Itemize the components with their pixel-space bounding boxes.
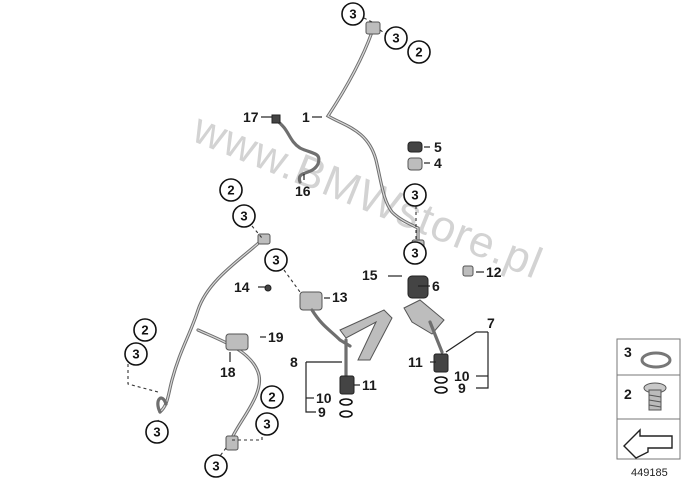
legend-number-2: 2: [624, 386, 632, 402]
label-5: 5: [434, 139, 442, 155]
svg-text:3: 3: [411, 246, 418, 261]
label-10-right: 10: [454, 368, 470, 384]
modulator-right: [403, 275, 449, 394]
callout-3-left: 3: [124, 342, 148, 366]
figure-number: 449185: [631, 467, 668, 479]
label-6: 6: [432, 278, 440, 294]
label-16: 16: [295, 183, 311, 199]
arrow-icon: [623, 428, 673, 459]
svg-text:3: 3: [349, 7, 356, 22]
svg-text:3: 3: [392, 31, 399, 46]
label-18: 18: [220, 364, 236, 380]
svg-text:3: 3: [212, 459, 219, 474]
callout-2-left: 2: [133, 318, 157, 342]
callout-3-bottom: 3: [204, 454, 228, 478]
label-15: 15: [362, 267, 378, 283]
label-8: 8: [290, 354, 298, 370]
callout-3-top-b: 3: [384, 26, 408, 50]
svg-text:2: 2: [268, 390, 275, 405]
legend-number-3: 3: [624, 344, 632, 360]
label-7: 7: [487, 315, 495, 331]
svg-text:2: 2: [141, 323, 148, 338]
callout-3-bottom-left: 3: [145, 420, 169, 444]
svg-text:3: 3: [263, 417, 270, 432]
callout-3-left-top: 3: [232, 204, 256, 228]
label-1: 1: [302, 109, 310, 125]
small-line: [271, 114, 321, 184]
bracket-8: [339, 309, 393, 418]
svg-text:2: 2: [415, 45, 422, 60]
label-13: 13: [332, 289, 348, 305]
part-numbers: 1 5 4 12 17 16 14 13 19 18 15 6 7 11 10 …: [220, 109, 502, 420]
legend-panel: 3 2: [616, 338, 681, 460]
label-14: 14: [234, 279, 250, 295]
distributor-block: [264, 284, 352, 348]
callout-3-top-a: 3: [341, 2, 365, 26]
brake-line-top: [325, 21, 425, 251]
cap-parts: [407, 141, 474, 277]
label-4: 4: [434, 155, 442, 171]
callout-3-mid-a: 3: [403, 183, 427, 207]
svg-text:3: 3: [153, 425, 160, 440]
leader-lines: [127, 15, 489, 457]
svg-text:3: 3: [132, 347, 139, 362]
callout-3-bottom-right: 3: [255, 412, 279, 436]
callout-2-bottom: 2: [260, 385, 284, 409]
banjo-bolt-icon: [643, 382, 667, 411]
callout-2-left-top: 2: [219, 178, 243, 202]
label-10-left: 10: [316, 390, 332, 406]
label-11-right: 11: [408, 354, 423, 370]
svg-text:3: 3: [411, 188, 418, 203]
svg-text:3: 3: [240, 209, 247, 224]
washer-icon: [640, 351, 672, 369]
label-9-left: 9: [318, 404, 326, 420]
svg-text:2: 2: [227, 183, 234, 198]
circled-labels: 3 3 2 3 3 2 3 3 2 3 3 2 3 3: [124, 2, 431, 478]
svg-text:3: 3: [272, 253, 279, 268]
callout-3-mid-b: 3: [403, 241, 427, 265]
hose-left: [156, 233, 271, 451]
callout-2-top: 2: [407, 40, 431, 64]
label-17: 17: [243, 109, 259, 125]
label-11-left: 11: [362, 377, 377, 393]
label-19: 19: [268, 329, 284, 345]
label-9-right: 9: [458, 380, 466, 396]
label-12: 12: [486, 264, 502, 280]
callout-3-center: 3: [264, 248, 288, 272]
